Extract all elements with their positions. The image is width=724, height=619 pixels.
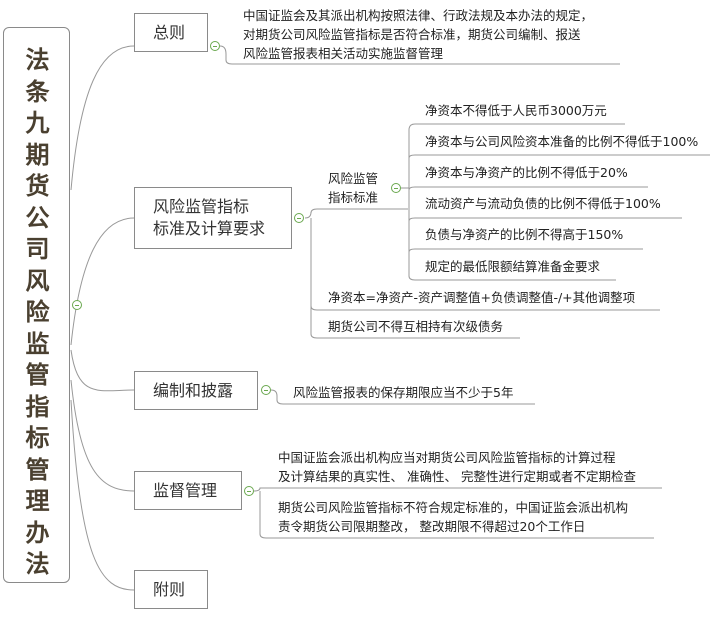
collapse-toggle-standards[interactable] [391, 183, 401, 193]
leaf-subordinated-debt: 期货公司不得互相持有次级债务 [328, 319, 504, 334]
leaf-net-capital-formula: 净资本=净资产-资产调整值+负债调整值-/+其他调整项 [328, 290, 636, 305]
root-title-char: 理 [25, 487, 50, 515]
root-title-char: 风 [25, 266, 50, 295]
collapse-toggle-risk[interactable] [294, 213, 304, 223]
root-title-char: 办 [25, 518, 50, 547]
branch-label: 风险监管指标 标准及计算要求 [153, 197, 266, 238]
root-title-char: 九 [25, 109, 50, 137]
root-title-char: 司 [25, 235, 50, 263]
leaf-standard: 规定的最低限额结算准备金要求 [425, 259, 601, 274]
branch-risk-indicators[interactable]: 风险监管指标 标准及计算要求 [134, 187, 292, 249]
branch-general-provisions[interactable]: 总则 [134, 13, 208, 52]
collapse-toggle-general[interactable] [210, 41, 220, 51]
root-title-char: 法 [25, 550, 50, 578]
branch-label: 附则 [153, 579, 186, 599]
root-title-char: 条 [25, 77, 50, 106]
leaf-standard: 净资本与净资产的比例不得低于20% [425, 165, 628, 180]
leaf-standard: 负债与净资产的比例不得高于150% [425, 227, 624, 242]
branch-supplementary[interactable]: 附则 [134, 570, 208, 609]
leaf-retention-period: 风险监管报表的保存期限应当不少于5年 [293, 385, 514, 400]
root-title-char: 监 [25, 329, 50, 358]
sub-node-risk-standards[interactable]: 风险监管 指标标准 [328, 171, 379, 205]
root-title-char: 期 [25, 140, 50, 169]
branch-label: 总则 [153, 22, 186, 42]
root-title-char: 指 [25, 392, 50, 421]
root-title-char: 法 [25, 46, 50, 74]
root-node[interactable]: 法条九期货公司风险监管指标管理办法 [3, 27, 70, 583]
branch-label: 编制和披露 [153, 380, 234, 400]
leaf-rectification: 期货公司风险监管指标不符合规定标准的，中国证监会派出机构 责令期货公司限期整改，… [278, 500, 629, 534]
root-title-char: 管 [25, 455, 50, 484]
root-title-char: 管 [25, 361, 50, 389]
leaf-inspection: 中国证监会派出机构应当对期货公司风险监管指标的计算过程 及计算结果的真实性、 准… [278, 450, 636, 484]
branch-label: 监督管理 [153, 480, 218, 500]
leaf-standard: 净资本不得低于人民币3000万元 [425, 103, 607, 118]
branch-supervision[interactable]: 监督管理 [134, 471, 242, 510]
leaf-general-text: 中国证监会及其派出机构按照法律、行政法规及本办法的规定， 对期货公司风险监管指标… [243, 8, 594, 61]
leaf-standard: 流动资产与流动负债的比例不得低于100% [425, 196, 661, 211]
collapse-toggle-disclosure[interactable] [261, 385, 271, 395]
collapse-toggle-supervision[interactable] [244, 486, 254, 496]
branch-preparation-disclosure[interactable]: 编制和披露 [134, 371, 258, 410]
root-title-char: 标 [25, 424, 50, 452]
root-title-char: 公 [25, 203, 50, 232]
leaf-standard: 净资本与公司风险资本准备的比例不得低于100% [425, 134, 699, 149]
root-title-char: 险 [25, 298, 50, 326]
root-collapse-toggle[interactable] [72, 300, 82, 310]
root-title-char: 货 [25, 172, 50, 200]
